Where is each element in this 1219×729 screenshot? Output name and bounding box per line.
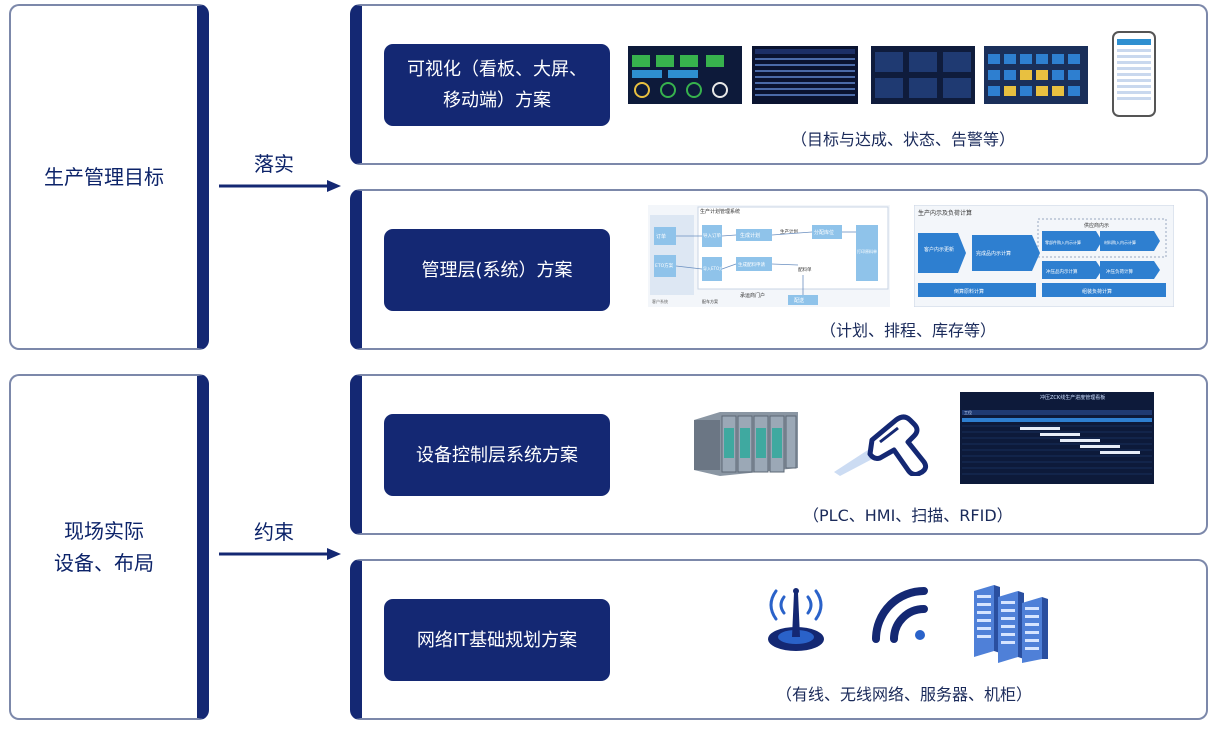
panel-caption: （计划、排程、库存等） (820, 321, 997, 340)
flow-node: 客户系统 (652, 298, 668, 304)
wifi-icon (872, 587, 928, 643)
flow-node: 配车方案 (702, 298, 718, 304)
panel-visualization: 可视化（看板、大屏、 移动端）方案 (350, 4, 1208, 165)
panel-caption: （PLC、HMI、扫描、RFID） (803, 506, 1013, 525)
flow-node: 导入订单 (703, 232, 721, 239)
flow-node: 生成配料申请 (738, 261, 765, 268)
flow-node: 打印原料单 (857, 248, 877, 254)
network-solution-button[interactable]: 网络IT基础规划方案 (384, 599, 610, 681)
plc-icon (694, 412, 798, 476)
server-rack-icon (974, 585, 1048, 663)
arrow-label: 落实 (254, 152, 294, 176)
panel-caption: （目标与达成、状态、告警等） (791, 130, 1016, 149)
flow-node: 生成计划 (740, 232, 760, 239)
flow-node: 客户内示更新 (924, 246, 954, 253)
goal-box-site: 现场实际 设备、布局 (9, 374, 209, 720)
flow-node: 生产计划 (780, 228, 798, 235)
hmi-header: 工位 (964, 409, 972, 415)
flow-node: 配送 (794, 297, 804, 304)
arrow-label: 约束 (254, 520, 294, 544)
hmi-gantt-screenshot: 冲压ZCK线生产进度管理看板 工位 (960, 392, 1154, 484)
dashboard-screenshot-1 (628, 46, 742, 104)
button-label: 可视化（看板、大屏、 (407, 59, 587, 80)
mobile-app-screenshot (1112, 31, 1156, 117)
hmi-title: 冲压ZCK线生产进度管理看板 (1040, 394, 1105, 401)
panel-caption: （有线、无线网络、服务器、机柜） (776, 685, 1033, 704)
goal-label: 生产管理目标 (44, 165, 164, 189)
flow-node: 订单 (656, 233, 666, 240)
flow-node: 完成品内示计算 (976, 250, 1011, 257)
arrow-right-icon (219, 180, 341, 192)
goal-label: 现场实际 (64, 519, 144, 543)
flow-node: 零部件购入内示计算 (1045, 239, 1081, 245)
device-control-solution-button[interactable]: 设备控制层系统方案 (384, 414, 610, 496)
button-label: 网络IT基础规划方案 (416, 629, 578, 651)
flow-node: 配料单 (798, 266, 812, 273)
panel-device-control: 设备控制层系统方案 冲压ZCK线生产进度管理看板 工位 (350, 374, 1208, 535)
flow-node: 承运商门户 (740, 292, 765, 299)
button-label: 管理层(系统）方案 (421, 259, 573, 281)
barcode-scanner-icon (834, 414, 929, 476)
button-label: 设备控制层系统方案 (416, 444, 578, 466)
management-solution-button[interactable]: 管理层(系统）方案 (384, 229, 610, 311)
dashboard-screenshot-2 (752, 46, 858, 104)
flow-node: 冲压品内示计算 (1046, 268, 1078, 275)
flow-node: 材料购入内示计算 (1104, 239, 1136, 245)
antenna-icon (768, 588, 824, 651)
arrow-implement: 落实 (219, 148, 343, 208)
goal-label-line2: 设备、布局 (54, 551, 154, 575)
button-label-line2: 移动端）方案 (443, 90, 551, 111)
flow-node: 导入ETO方案 (703, 265, 727, 271)
process-flow-diagram: 生产计划管理系统 订单 ETO方案 导入订单 导入ETO方案 生成计划 生成配料… (648, 205, 890, 307)
load-calculation-diagram: 生产内示及负荷计算 供应商内示 客户内示更新 完成品内示计算 零部件购入内示计算… (914, 205, 1174, 307)
panel-management: 管理层(系统）方案 生产计划管理系统 订单 ETO方案 导入订单 导入ETO方案… (350, 189, 1208, 350)
flow-title: 生产内示及负荷计算 (918, 209, 972, 217)
dashboard-screenshot-4 (984, 46, 1088, 104)
arrow-right-icon (219, 548, 341, 560)
visualization-solution-button[interactable]: 可视化（看板、大屏、 移动端）方案 (384, 44, 610, 126)
flow-node: 供应商内示 (1084, 222, 1109, 229)
flow-node: 倒算原料计算 (954, 288, 984, 295)
flow-node: ETO方案 (655, 262, 674, 269)
panel-network: 网络IT基础规划方案 (350, 559, 1208, 720)
arrow-constraint: 约束 (219, 516, 343, 576)
goal-box-production: 生产管理目标 (9, 4, 209, 350)
flow-node: 冲压负荷计算 (1106, 268, 1133, 275)
flow-title: 生产计划管理系统 (700, 208, 740, 215)
dashboard-screenshot-3 (871, 46, 975, 104)
flow-node: 组装负荷计算 (1082, 288, 1112, 295)
flow-node: 分配库位 (814, 229, 834, 236)
